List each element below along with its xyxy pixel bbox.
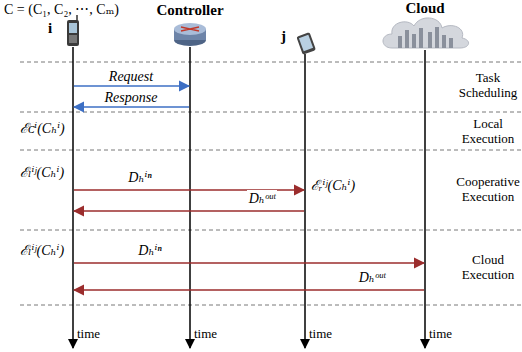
cloud-buildings	[398, 27, 453, 48]
participant-name: Cloud	[377, 0, 473, 16]
phase-label: Local Execution	[455, 116, 521, 146]
message-arrow	[74, 106, 189, 108]
message-arrow	[74, 289, 424, 291]
lifeline	[72, 47, 74, 348]
axis-label: time	[77, 326, 100, 341]
message-arrow	[74, 85, 189, 87]
cloud-icon	[383, 18, 469, 48]
separator-line	[20, 305, 522, 306]
axis-label: time	[194, 326, 217, 341]
building	[449, 38, 453, 48]
tablet-screen	[299, 35, 313, 52]
message-label: Dₕⁱⁿ	[136, 242, 163, 259]
lifeline	[189, 47, 191, 348]
router-arrows	[181, 27, 199, 31]
message-label: Request	[107, 68, 155, 85]
participant: Cloud	[377, 0, 473, 50]
building	[412, 34, 416, 48]
cloud-shape	[383, 18, 469, 48]
building	[442, 35, 446, 48]
participant-name: Controller	[142, 2, 238, 18]
separator-line	[20, 62, 522, 63]
building	[419, 28, 423, 48]
set-formula: C = (C₁, C₂, ⋯, Cₘ)	[4, 2, 119, 17]
message-label: Dₕⁱⁿ	[126, 169, 153, 186]
energy-term: ℰᵣⁱʲ(Cₕⁱ)	[311, 178, 355, 193]
tablet-icon	[296, 32, 316, 55]
energy-term: ℰₗⁱʲ(Cₕⁱ)	[20, 165, 64, 180]
router-icon	[174, 23, 206, 46]
building	[428, 32, 432, 48]
separator-line	[20, 150, 522, 151]
separators	[20, 62, 522, 305]
message-label: Dₕᵒᵘᵗ	[357, 269, 388, 286]
building	[435, 27, 439, 48]
participant: Controller	[142, 2, 238, 48]
phone-icon	[67, 15, 79, 46]
tablet-body	[296, 32, 316, 55]
lifeline	[424, 50, 426, 348]
lifelines	[73, 47, 425, 348]
phase-label: Cooperative Execution	[455, 174, 521, 204]
phone-screen	[69, 23, 77, 33]
lifeline	[304, 54, 306, 348]
axis-label: time	[429, 326, 452, 341]
energy-term: ℰᴄⁱ(Cₕⁱ)	[20, 121, 65, 136]
message-label: Dₕᵒᵘᵗ	[247, 190, 278, 207]
axis-label: time	[309, 326, 332, 341]
building	[405, 30, 409, 48]
participant: j	[297, 32, 313, 52]
building	[398, 36, 402, 48]
phase-label: Cloud Execution	[455, 252, 521, 282]
participant-name: i	[48, 20, 52, 36]
separator-line	[20, 230, 522, 231]
phone-keypad	[69, 35, 77, 43]
participant: i	[65, 18, 81, 48]
separator-line	[20, 112, 522, 113]
router-top	[174, 23, 206, 35]
message-label: Response	[103, 89, 160, 106]
message-arrow	[74, 262, 424, 264]
phone-body	[67, 20, 79, 46]
energy-term: ℰₗⁱʲ(Cₕⁱ)	[20, 243, 64, 258]
phase-label: Task Scheduling	[455, 70, 521, 100]
participant-name: j	[281, 28, 286, 44]
message-arrow	[74, 210, 304, 212]
